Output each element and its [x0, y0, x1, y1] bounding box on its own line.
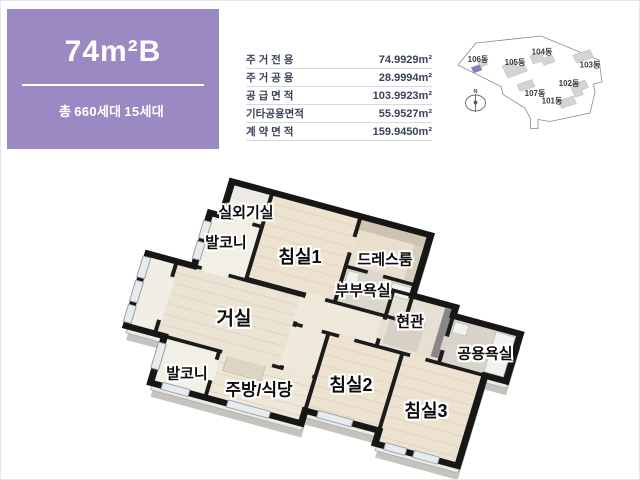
- room-label-living: 거실: [216, 308, 252, 330]
- row-label: 주 거 공 용: [246, 72, 294, 84]
- table-row: 공 급 면 적 103.9923m²: [246, 87, 432, 105]
- common-bath-sink: [451, 321, 470, 337]
- household-total: 660세대: [74, 104, 122, 119]
- building-label-107: 107동: [525, 89, 546, 98]
- row-value: 55.9527m²: [378, 107, 432, 120]
- building-label-106: 106동: [468, 55, 489, 64]
- room-bedroom3: [375, 353, 485, 466]
- unit-type-title: 74m²B: [64, 35, 162, 68]
- room-label-bedroom1: 침실1: [278, 247, 322, 267]
- building-105: [501, 61, 528, 79]
- building-label-104: 104동: [532, 48, 553, 57]
- room-balcony-top: [194, 212, 263, 281]
- building-label-103: 103동: [580, 61, 601, 70]
- row-value: 28.9994m²: [378, 71, 432, 84]
- hallway: [294, 294, 386, 347]
- common-bath-tub: [483, 331, 516, 378]
- room-label-outdoor-unit: 실외기실: [218, 204, 274, 222]
- compass-icon: N: [465, 89, 486, 112]
- building-104: [529, 52, 556, 66]
- opening-living-kitchen: [221, 349, 273, 368]
- room-label-bedroom2: 침실2: [329, 375, 373, 395]
- row-label: 공 급 면 적: [246, 90, 294, 102]
- site-map: 106동 105동 104동 103동 102동 107동 101동 N: [457, 35, 603, 129]
- compass-north-label: N: [474, 89, 478, 95]
- room-label-dressroom: 드레스룸: [357, 251, 413, 269]
- room-label-balcony-bottom: 발코니: [166, 365, 208, 383]
- row-label: 계 약 면 적: [246, 126, 294, 138]
- dressroom-wardrobe: [358, 218, 428, 248]
- room-label-bedroom3: 침실3: [404, 401, 448, 421]
- opening-living-hall: [292, 296, 306, 323]
- floor-planks: [159, 202, 481, 459]
- household-prefix: 총: [59, 104, 72, 119]
- door-living-balcony: [156, 276, 175, 321]
- divider: [22, 84, 204, 86]
- building-label-105: 105동: [505, 58, 526, 67]
- dressroom-cabinet: [404, 244, 425, 283]
- room-balcony-bottom: [150, 336, 220, 398]
- building-label-101: 101동: [542, 97, 563, 106]
- highlighted-unit: [471, 64, 483, 74]
- opening-living-open: [279, 325, 298, 367]
- door-outdoor-unit: [232, 216, 254, 227]
- table-row: 주 거 공 용 28.9994m²: [246, 69, 432, 87]
- building-107: [516, 79, 536, 92]
- building-102: [569, 79, 589, 98]
- table-row: 계 약 면 적 159.9450m²: [246, 123, 432, 141]
- exterior-wall: [121, 177, 525, 470]
- row-value: 103.9923m²: [372, 89, 432, 102]
- door-kitchen-balcony: [207, 358, 220, 382]
- entrance-tile: [382, 313, 427, 353]
- row-value: 74.9929m²: [378, 53, 432, 66]
- room-label-kitchen: 주방/식당: [225, 380, 293, 400]
- area-table: 주 거 전 용 74.9929m² 주 거 공 용 28.9994m² 공 급 면 …: [246, 51, 432, 141]
- household-units: 15세대: [124, 104, 164, 119]
- building-103: [572, 49, 594, 64]
- door-bedroom3: [409, 352, 427, 363]
- row-label: 주 거 전 용: [246, 54, 294, 66]
- windows: [122, 219, 441, 465]
- row-label: 기타공용면적: [246, 108, 304, 120]
- building-label-102: 102동: [559, 79, 580, 88]
- room-label-common-bath: 공용욕실: [457, 345, 513, 363]
- opening-open-kitchen: [282, 365, 314, 379]
- door-entrance: [375, 318, 388, 340]
- building-101: [557, 95, 577, 109]
- door-common-bath: [439, 335, 450, 351]
- room-label-entrance: 현관: [396, 313, 424, 331]
- row-value: 159.9450m²: [372, 125, 432, 138]
- door-bedroom1: [305, 291, 326, 303]
- room-outdoor-unit: [221, 181, 273, 227]
- master-bath-toilet: [343, 270, 361, 290]
- entrance-closet: [430, 308, 454, 359]
- room-label-balcony-top: 발코니: [205, 234, 247, 252]
- room-living-balcony: [126, 253, 177, 334]
- table-row: 주 거 전 용 74.9929m²: [246, 51, 432, 69]
- door-dressroom: [346, 236, 358, 254]
- room-label-master-bath: 부부욕실: [335, 282, 391, 300]
- door-master-bath: [366, 269, 384, 279]
- door-balcony-top: [200, 265, 230, 279]
- table-row: 기타공용면적 55.9527m²: [246, 105, 432, 123]
- opening-hall-open: [301, 323, 323, 334]
- door-bedroom2: [338, 333, 356, 343]
